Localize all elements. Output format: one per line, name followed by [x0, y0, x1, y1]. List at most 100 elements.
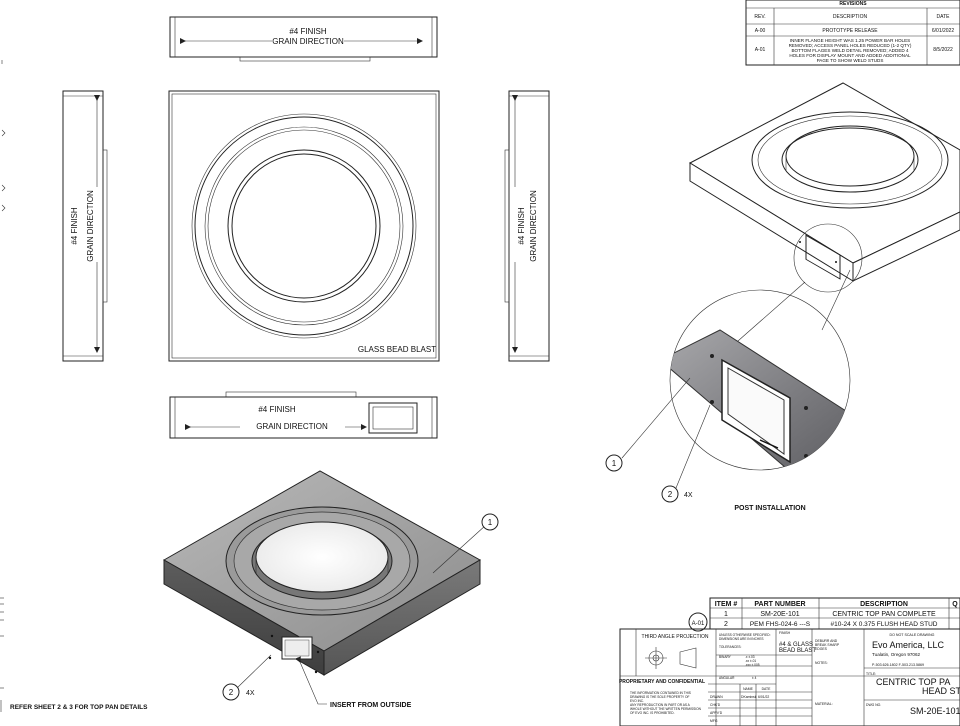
- rev-row-1-rev: A-00: [755, 28, 766, 34]
- drawn-label: DRAWN: [710, 695, 723, 699]
- top-elevation-view: #4 FINISH GRAIN DIRECTION: [169, 16, 438, 62]
- bom-row-2-item: 2: [724, 621, 728, 628]
- unless-line-1: UNLESS OTHERWISE SPECIFIED:: [719, 633, 771, 637]
- rev-marker-label: A-01: [692, 621, 705, 627]
- rev-row-2-desc-line-3: BOTTOM FLAGES WELD DETAIL REMOVED; ADDED…: [791, 48, 909, 53]
- company-name: Evo America, LLC: [872, 640, 945, 650]
- rev-row-1-desc: PROTOTYPE RELEASE: [822, 28, 878, 34]
- deburr-line-1: DEBURR AND: [815, 639, 838, 643]
- front-view-finish-label: #4 FINISH: [258, 405, 296, 414]
- dwg-no: SM-20E-101: [910, 706, 960, 716]
- right-view-grain-label: GRAIN DIRECTION: [529, 190, 538, 262]
- bom-header-desc: DESCRIPTION: [860, 601, 908, 608]
- company-address: Tualatin, Oregon 97062: [872, 652, 921, 657]
- revisions-title: REVISIONS: [839, 1, 867, 7]
- iso-balloon-stud: [222, 683, 240, 701]
- finish-label: FINISH: [779, 631, 791, 635]
- dwg-no-label: DWG NO.: [866, 703, 881, 707]
- rev-marker: [688, 612, 708, 632]
- bom-row-1-item: 1: [724, 611, 728, 618]
- tolerance-1: .x ±.03: [745, 655, 755, 659]
- bom-row-1-part: SM-20E-101: [760, 611, 799, 618]
- detail-balloon-stud: [661, 485, 679, 503]
- insert-note: INSERT FROM OUTSIDE: [330, 702, 412, 709]
- checked-label: CHK'D: [710, 703, 721, 707]
- drawing-title-line-1: CENTRIC TOP PA: [876, 677, 950, 687]
- iso-balloon-item-1-label: 1: [488, 518, 493, 527]
- disclaimer-line-4: ANY REPRODUCTION IN PART OR AS A: [630, 703, 691, 707]
- date-header: DATE: [762, 687, 772, 691]
- bill-of-materials: ITEM # PART NUMBER DESCRIPTION Q 1 SM-20…: [688, 597, 960, 632]
- drawing-title-line-2: HEAD ST: [922, 686, 960, 696]
- name-header: NAME: [743, 687, 754, 691]
- proprietary-label: PROPRIETARY AND CONFIDENTIAL: [619, 679, 705, 685]
- finish-value-line-2: BEAD BLAST: [779, 648, 816, 654]
- iso-balloon-stud-label: 2: [229, 688, 234, 697]
- bom-row-2-part: PEM FHS-024-6 ---S: [750, 621, 811, 628]
- rev-row-1-date: 6/01/2022: [932, 28, 954, 34]
- revisions-table: REVISIONS REV. DESCRIPTION DATE A-00 PRO…: [745, 0, 960, 66]
- top-view-grain-label: GRAIN DIRECTION: [272, 37, 344, 46]
- bom-row-1-desc: CENTRIC TOP PAN COMPLETE: [832, 611, 936, 618]
- iso-callouts: 1 2 4X INSERT FROM OUTSIDE: [222, 513, 499, 709]
- bom-header-qty: Q: [952, 601, 958, 608]
- rev-row-2-desc-line-4: HOLES FOR DISPLAY MOUNT AND ADDED ADDITI…: [789, 53, 911, 58]
- left-side-view: #4 FINISH GRAIN DIRECTION: [62, 90, 108, 362]
- iso-balloon-item-1: [481, 513, 499, 531]
- isometric-right-view: [688, 82, 960, 293]
- rev-header-desc: DESCRIPTION: [833, 14, 868, 20]
- bom-row-2-desc: #10-24 X 0.375 FLUSH HEAD STUD: [831, 621, 938, 628]
- drawn-name: DKaminsk: [741, 695, 757, 699]
- disclaimer-line-1: THE INFORMATION CONTAINED IN THIS: [630, 691, 691, 695]
- right-side-view: #4 FINISH GRAIN DIRECTION: [504, 90, 550, 362]
- disclaimer-line-6: OF EVO INC. IS PROHIBITED.: [630, 711, 675, 715]
- left-view-grain-label: GRAIN DIRECTION: [86, 190, 95, 262]
- detail-balloon-item-1-label: 1: [612, 459, 617, 468]
- rev-row-2-desc-line-5: PAGE TO SHOW WELD STUDS: [817, 58, 884, 63]
- approved-label: APPV'D: [710, 711, 723, 715]
- disclaimer-line-3: EVO INC.: [630, 699, 644, 703]
- left-view-finish-label: #4 FINISH: [70, 207, 79, 245]
- front-elevation-view: #4 FINISH GRAIN DIRECTION: [169, 391, 438, 439]
- rev-row-2-date: 8/5/2022: [933, 47, 953, 53]
- tolerances-label: TOLERANCES:: [719, 645, 742, 649]
- bom-header-item: ITEM #: [715, 601, 738, 608]
- detail-balloon-stud-label: 2: [668, 490, 673, 499]
- title-block: THIRD ANGLE PROJECTION PROPRIETARY AND C…: [619, 628, 960, 726]
- left-edge-marks: [0, 60, 6, 712]
- angular-label: ANGULAR: [719, 676, 735, 680]
- third-angle-projection-icon: [645, 647, 697, 669]
- iso-stud-qty: 4X: [246, 690, 255, 697]
- company-phone: P-503.626.1802 F-503.213.5869: [872, 663, 924, 667]
- plan-view: GLASS BEAD BLAST: [168, 90, 440, 362]
- detail-callouts: 1 2 4X POST INSTALLATION: [605, 377, 806, 512]
- disclaimer-line-5: WHOLE WITHOUT THE WRITTEN PERMISSION: [630, 707, 702, 711]
- front-view-grain-label: GRAIN DIRECTION: [256, 422, 328, 431]
- rev-row-2-rev: A-01: [755, 47, 766, 53]
- tolerance-2: .xx ±.01: [745, 659, 756, 663]
- deburr-line-3: EDGES: [815, 647, 828, 651]
- do-not-scale-label: DO NOT SCALE DRAWING: [890, 633, 935, 637]
- top-view-finish-label: #4 FINISH: [289, 27, 327, 36]
- binary-label: BINARY: [719, 655, 732, 659]
- title-label: TITLE:: [866, 672, 876, 676]
- disclaimer-line-2: DRAWING IS THE SOLE PROPERTY OF: [630, 695, 689, 699]
- rev-row-2-desc-line-2: REMOVED; ACCESS PANEL HOLES REDUCED (1-2…: [789, 43, 912, 48]
- unless-line-2: DIMENSIONS ARE IN INCHES: [719, 637, 763, 641]
- angular-value: ± 4: [752, 676, 757, 680]
- notes-label: NOTES:: [815, 661, 828, 665]
- isometric-view: [162, 470, 482, 676]
- mfg-label: MFG: [710, 719, 718, 723]
- plan-view-finish-note: GLASS BEAD BLAST: [358, 345, 436, 354]
- detail-balloon-item-1: [605, 454, 623, 472]
- rev-header-date: DATE: [937, 14, 951, 20]
- post-installation-label: POST INSTALLATION: [734, 505, 805, 512]
- material-label: MATERIAL:: [815, 702, 833, 706]
- deburr-line-2: BREAK SHARP: [815, 643, 840, 647]
- right-view-finish-label: #4 FINISH: [517, 207, 526, 245]
- finish-value-line-1: #4 & GLASS: [779, 642, 813, 648]
- rev-header-rev: REV.: [754, 14, 765, 20]
- bom-header-part: PART NUMBER: [754, 601, 805, 608]
- refer-sheet-note: REFER SHEET 2 & 3 FOR TOP PAN DETAILS: [10, 704, 148, 711]
